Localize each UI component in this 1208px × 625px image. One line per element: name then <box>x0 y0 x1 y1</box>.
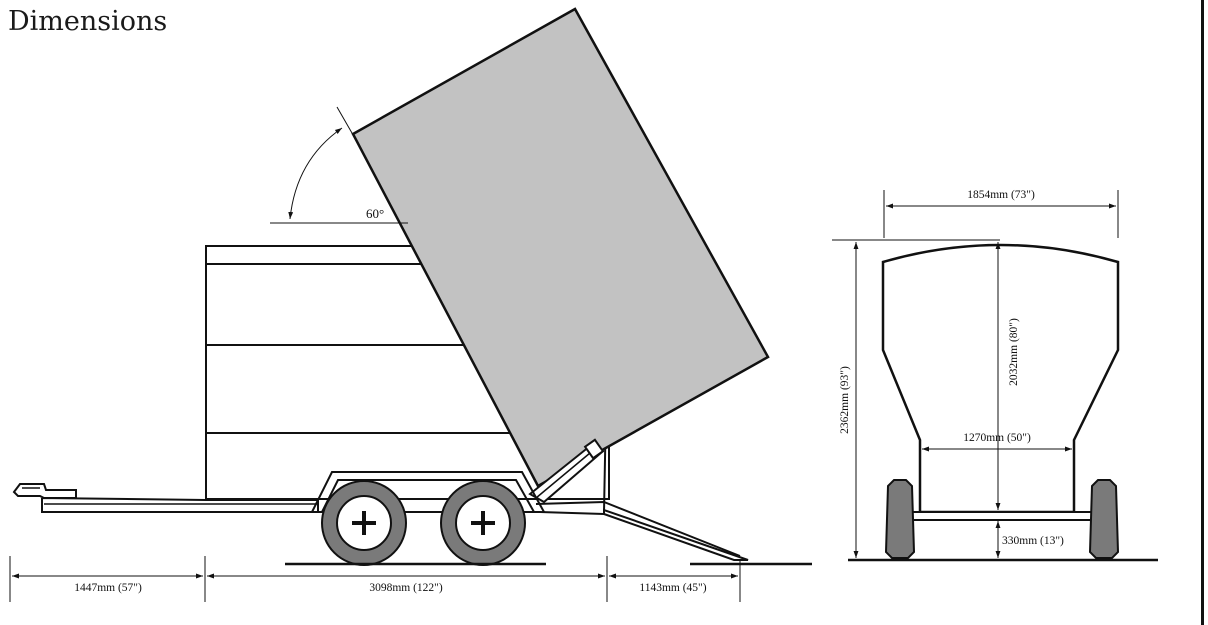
wheel-guard <box>311 471 545 513</box>
rear-view <box>832 190 1158 562</box>
chassis <box>41 497 749 561</box>
angle-indicator <box>270 106 408 224</box>
dim-body-height: 2032mm (80") <box>1008 318 1020 386</box>
rear-body-outline <box>881 243 1120 514</box>
dim-overall-height: 2362mm (93") <box>839 366 851 434</box>
side-view: 60° 1447mm (57") 3098mm (122") 1143mm (4… <box>9 7 812 602</box>
wheel-rear <box>440 480 526 566</box>
dim-body-length: 3098mm (122") <box>369 582 443 594</box>
rear-dimensions <box>832 190 1119 558</box>
rear-axle <box>911 511 1093 521</box>
dim-ground-clearance: 330mm (13") <box>1002 535 1064 547</box>
side-dimensions <box>9 556 741 602</box>
page-title: Dimensions <box>8 6 168 37</box>
tow-hitch <box>12 483 77 499</box>
rear-tyre-left <box>884 479 916 559</box>
dim-overall-width: 1854mm (73") <box>967 189 1035 201</box>
rear-tyre-right <box>1088 479 1120 559</box>
wheel-front <box>321 480 407 566</box>
dim-inner-width: 1270mm (50") <box>963 432 1031 444</box>
tipping-body <box>351 7 770 504</box>
page-border <box>1201 0 1204 625</box>
tilt-angle-label: 60° <box>366 206 384 221</box>
dim-ramp: 1143mm (45") <box>639 582 706 594</box>
dim-drawbar: 1447mm (57") <box>74 582 142 594</box>
